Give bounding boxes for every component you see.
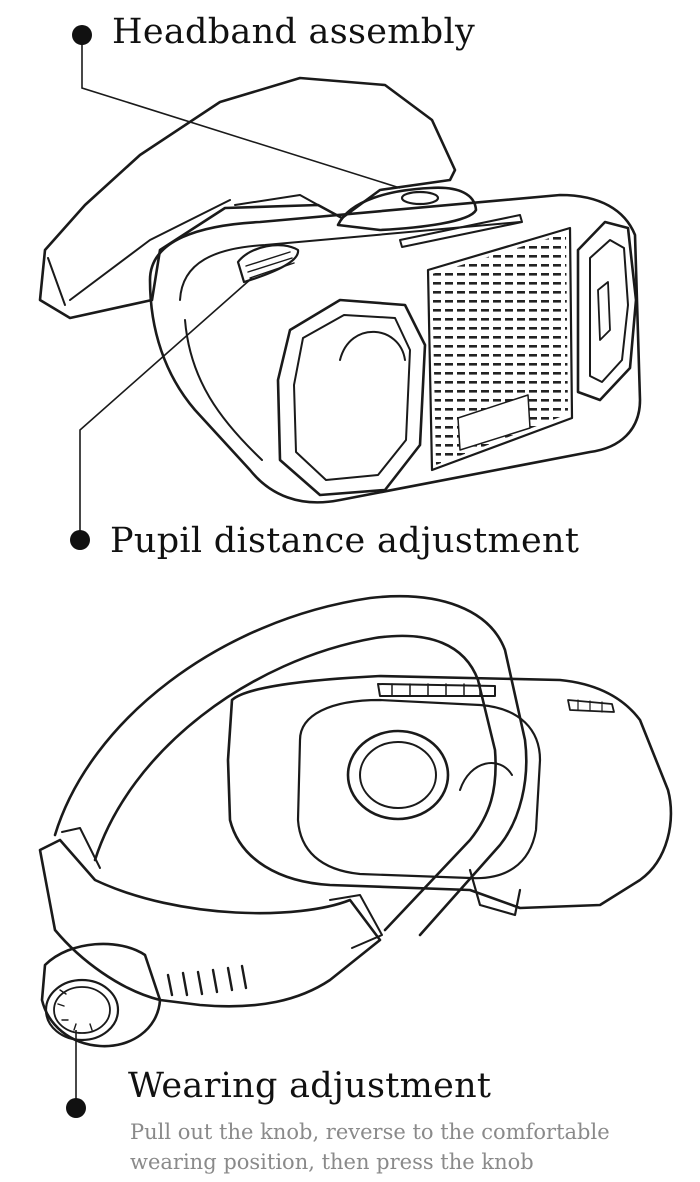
wearing-bullet [66, 1098, 86, 1118]
headband-mount [336, 186, 478, 232]
headband-flap [38, 76, 457, 320]
pupil-leader [79, 277, 253, 540]
wearing-adjustment-knob [40, 942, 162, 1048]
headband-assembly-label: Headband assembly [112, 12, 476, 52]
headband-bullet [72, 25, 92, 45]
rear-housing [226, 674, 673, 910]
pupil-distance-wheel [236, 244, 300, 284]
rear-lens [346, 729, 450, 821]
pupil-bullet [70, 530, 90, 550]
wearing-instruction-line-2: wearing position, then press the knob [130, 1150, 534, 1174]
headband-leader [81, 35, 401, 189]
vr-headset-front-illustration [38, 76, 642, 504]
pupil-distance-label: Pupil distance adjustment [110, 521, 580, 561]
right-lens-frame [576, 220, 638, 402]
speaker-grille-frame [426, 226, 574, 472]
wearing-instruction-line-1: Pull out the knob, reverse to the comfor… [130, 1120, 610, 1144]
leader-lines-top [79, 35, 401, 540]
side-strap [38, 838, 382, 1008]
housing-shell [148, 193, 642, 504]
top-strap [53, 594, 528, 937]
wearing-adjustment-label: Wearing adjustment [128, 1066, 492, 1106]
vr-headset-back-illustration [38, 594, 673, 1048]
left-lens-frame [276, 298, 427, 497]
